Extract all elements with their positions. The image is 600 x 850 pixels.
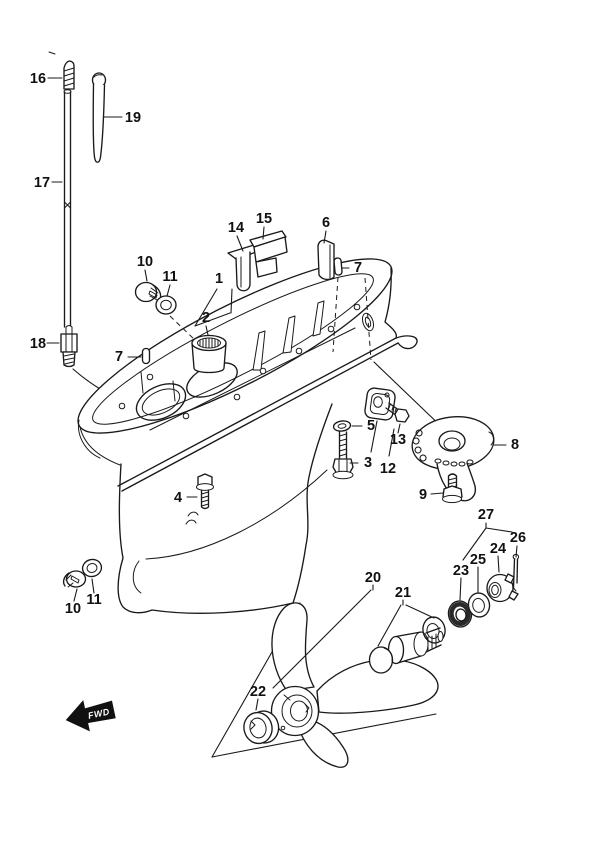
deck-rib-line [149, 327, 356, 431]
part-label-27: 27 [478, 507, 494, 523]
bolt-3 [332, 431, 354, 480]
cotter-pin-26 [512, 553, 520, 592]
driveshaft-17 [63, 89, 72, 328]
part-label-8: 8 [511, 437, 519, 453]
deck-fins [252, 300, 325, 371]
propeller [270, 602, 439, 768]
bolt-13 [385, 402, 410, 423]
lower-gearcase [77, 267, 418, 614]
part-label-11-upper: 11 [162, 269, 177, 285]
part-label-16: 16 [30, 71, 46, 87]
pin-7-upper [333, 257, 343, 276]
deck-bolt-holes [118, 303, 361, 420]
anode-6 [317, 239, 335, 281]
part-label-17: 17 [34, 175, 50, 191]
washer-25 [467, 592, 491, 618]
grease-fitting-18 [60, 325, 78, 368]
gearcase-deck [77, 258, 393, 434]
part-label-13: 13 [390, 432, 406, 448]
part-label-10-lower: 10 [65, 601, 81, 617]
part-label-23: 23 [453, 563, 469, 579]
fwd-arrow: FWD [65, 700, 116, 732]
part-label-11-lower: 11 [86, 592, 101, 608]
part-label-18: 18 [30, 336, 46, 352]
callout-labels: 16 19 17 18 10 11 1 2 14 15 6 7 7 5 13 1… [30, 71, 526, 700]
washer-5 [332, 420, 352, 432]
threaded-stud-16 [63, 60, 75, 90]
trim-tab-rim-marks [412, 429, 474, 467]
drain-plug-10-lower [62, 570, 87, 588]
bolt-9 [442, 473, 463, 504]
gasket-11-upper [155, 295, 177, 315]
part-label-5: 5 [367, 418, 375, 434]
pin-19 [91, 72, 107, 163]
part-label-7-upper: 7 [354, 260, 362, 276]
strut-edges [140, 371, 176, 402]
clamp-plate-15 [249, 230, 288, 278]
part-label-21: 21 [395, 585, 411, 601]
washer-23 [447, 600, 473, 628]
propeller-blade-bottom [300, 720, 349, 768]
thrust-hub-22 [243, 710, 280, 745]
part-label-7-lower: 7 [115, 349, 123, 365]
part-label-24: 24 [490, 541, 506, 557]
drain-plug-10-upper [134, 281, 162, 303]
deck-bore-left [135, 383, 187, 421]
pin-7-lower [141, 347, 151, 365]
spacer-set-21 [368, 616, 446, 674]
dash-plug-axis [169, 315, 197, 342]
fwd-label: FWD [87, 706, 111, 720]
part-label-26: 26 [510, 530, 526, 546]
part-label-20: 20 [365, 570, 381, 586]
part-label-10-upper: 10 [137, 254, 153, 270]
part-label-15: 15 [256, 211, 272, 227]
part-label-1: 1 [215, 271, 223, 287]
part-label-3: 3 [364, 455, 372, 471]
part-label-22: 22 [250, 684, 266, 700]
propeller-blade-right [316, 658, 439, 714]
scan-mark [48, 51, 56, 55]
dash-trimtab-axis [364, 277, 372, 361]
trim-tab-8 [373, 361, 495, 502]
part-label-19: 19 [125, 110, 141, 126]
bearing-2 [191, 334, 227, 374]
part-label-6: 6 [322, 215, 330, 231]
part-label-14: 14 [228, 220, 244, 236]
part-label-2: 2 [202, 310, 210, 326]
propeller-blade-top [271, 602, 315, 692]
bolt-4 [196, 473, 214, 510]
part-label-25: 25 [470, 552, 486, 568]
part-label-9: 9 [419, 487, 427, 503]
gasket-11-lower [81, 558, 103, 578]
part-label-4: 4 [174, 490, 182, 506]
prop-nut-24 [486, 573, 519, 603]
dash-pin7-axis [332, 276, 339, 353]
part-label-12: 12 [380, 461, 396, 477]
water-intake-marks [185, 511, 199, 525]
callout-leaders [46, 77, 518, 711]
